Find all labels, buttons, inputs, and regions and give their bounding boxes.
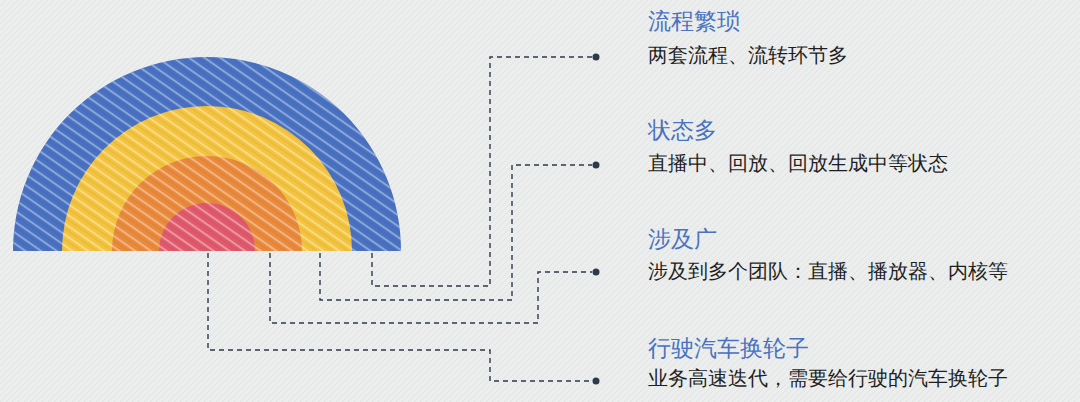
leader-dots	[593, 54, 600, 385]
description: 两套流程、流转环节多	[648, 43, 848, 67]
leader-lines	[208, 57, 592, 381]
heading: 涉及广	[648, 226, 717, 254]
heading: 流程繁琐	[648, 8, 740, 36]
heading: 行驶汽车换轮子	[648, 335, 809, 363]
heading: 状态多	[648, 117, 717, 145]
description: 涉及到多个团队：直播、播放器、内核等	[648, 259, 1008, 283]
description: 业务高速迭代，需要给行驶的汽车换轮子	[648, 366, 1008, 390]
rainbow	[13, 57, 401, 251]
description: 直播中、回放、回放生成中等状态	[648, 151, 948, 175]
